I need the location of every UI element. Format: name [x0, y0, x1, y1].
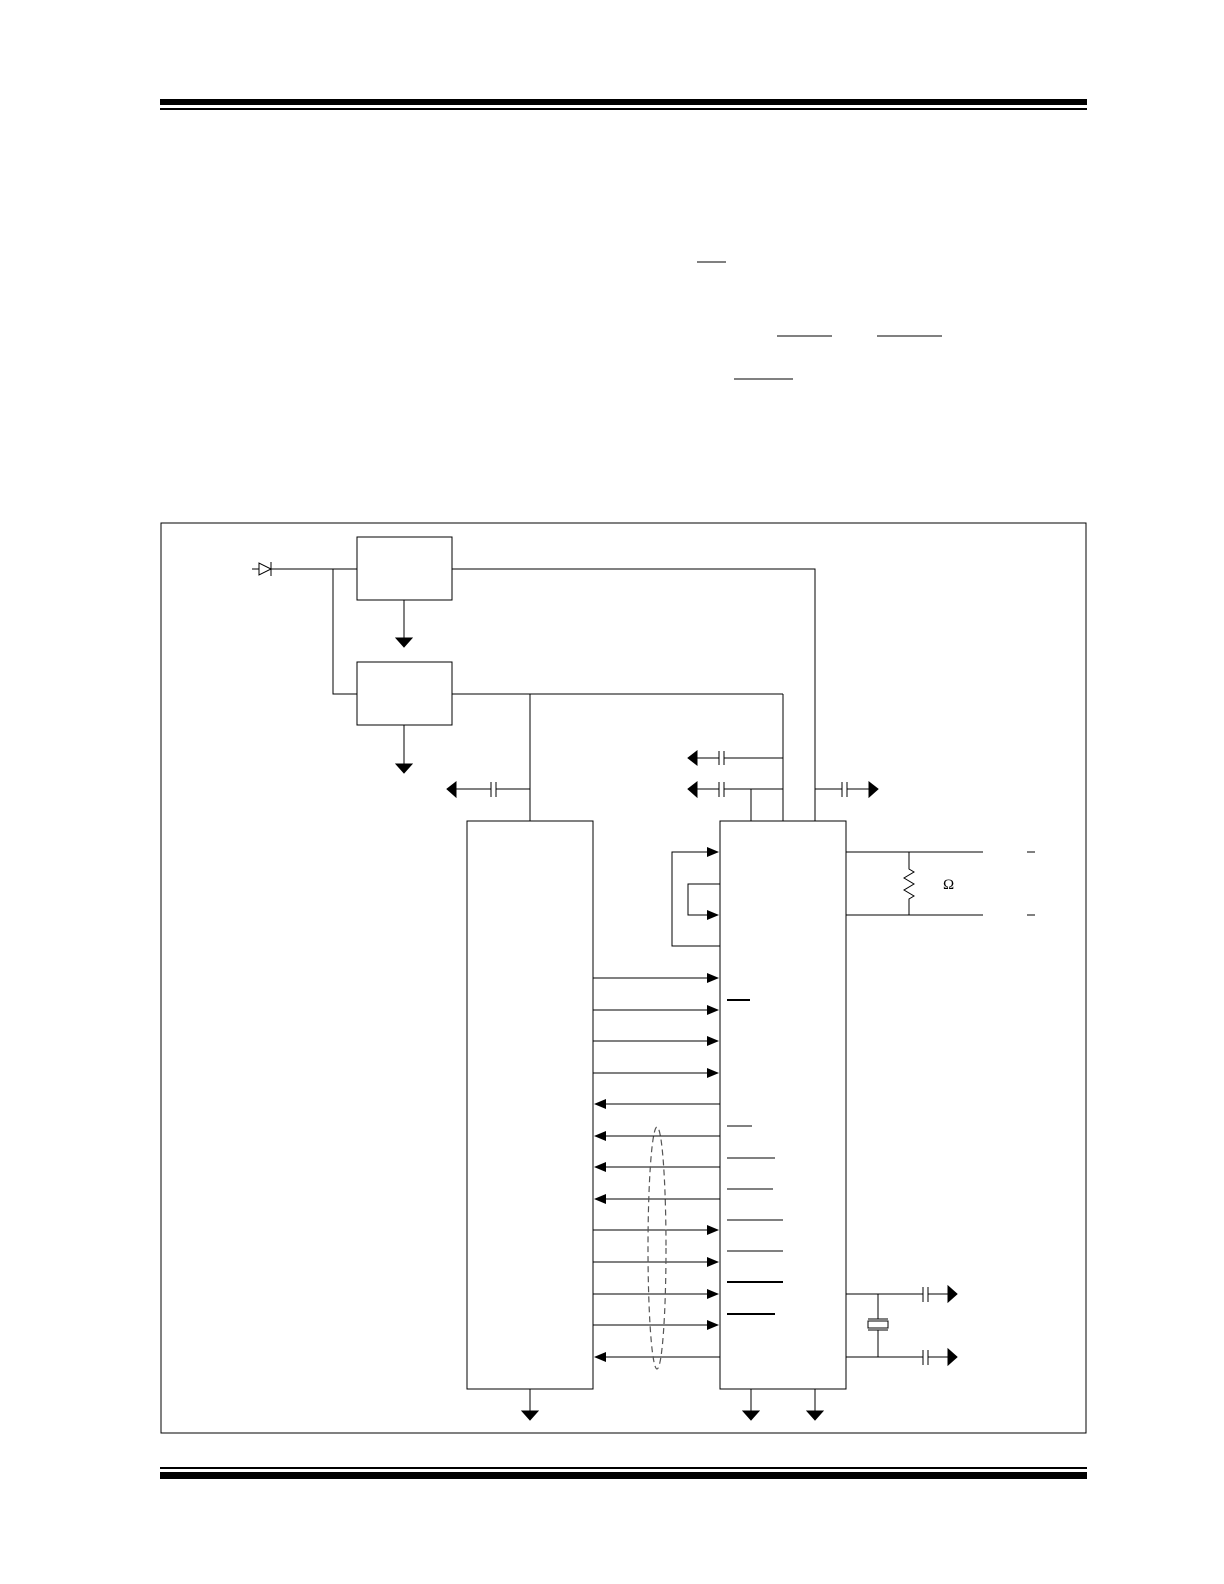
loopback-wiring	[671, 847, 720, 947]
header-rule-thick	[160, 99, 1087, 105]
crystal-icon	[867, 1320, 889, 1329]
termination-ohm-label: Ω	[943, 877, 954, 893]
signal-bus	[593, 973, 720, 1362]
microcontroller-block	[466, 820, 594, 1390]
decoupling-capacitors	[446, 749, 879, 799]
ground-icon	[520, 1410, 540, 1421]
text-overline-marks	[697, 261, 942, 380]
resistor-icon	[903, 852, 915, 915]
dashed-group-ellipse	[647, 1126, 667, 1370]
ground-icon	[687, 749, 698, 767]
figure-frame	[160, 522, 1087, 1434]
pin-overline-marks	[727, 999, 783, 1315]
regulator-block-bottom	[356, 661, 453, 726]
interface-ic-block	[719, 820, 847, 1390]
regulator-block-top	[356, 536, 453, 601]
ground-icon	[947, 1347, 958, 1367]
ground-icon	[947, 1284, 958, 1304]
input-diode	[252, 562, 357, 576]
crystal-circuit	[846, 1284, 958, 1367]
ground-symbols	[394, 600, 825, 1421]
supply-wiring	[332, 568, 816, 821]
footer-rule-thin	[160, 1467, 1087, 1469]
bus-termination	[846, 851, 1035, 916]
ground-icon	[805, 1410, 825, 1421]
ground-icon	[446, 780, 457, 799]
ground-icon	[394, 763, 414, 774]
header-rule-thin	[160, 108, 1087, 110]
ground-icon	[868, 780, 879, 799]
ground-icon	[687, 780, 698, 799]
ground-icon	[394, 637, 414, 648]
footer-rule-thick	[160, 1472, 1087, 1479]
ground-icon	[741, 1410, 761, 1421]
